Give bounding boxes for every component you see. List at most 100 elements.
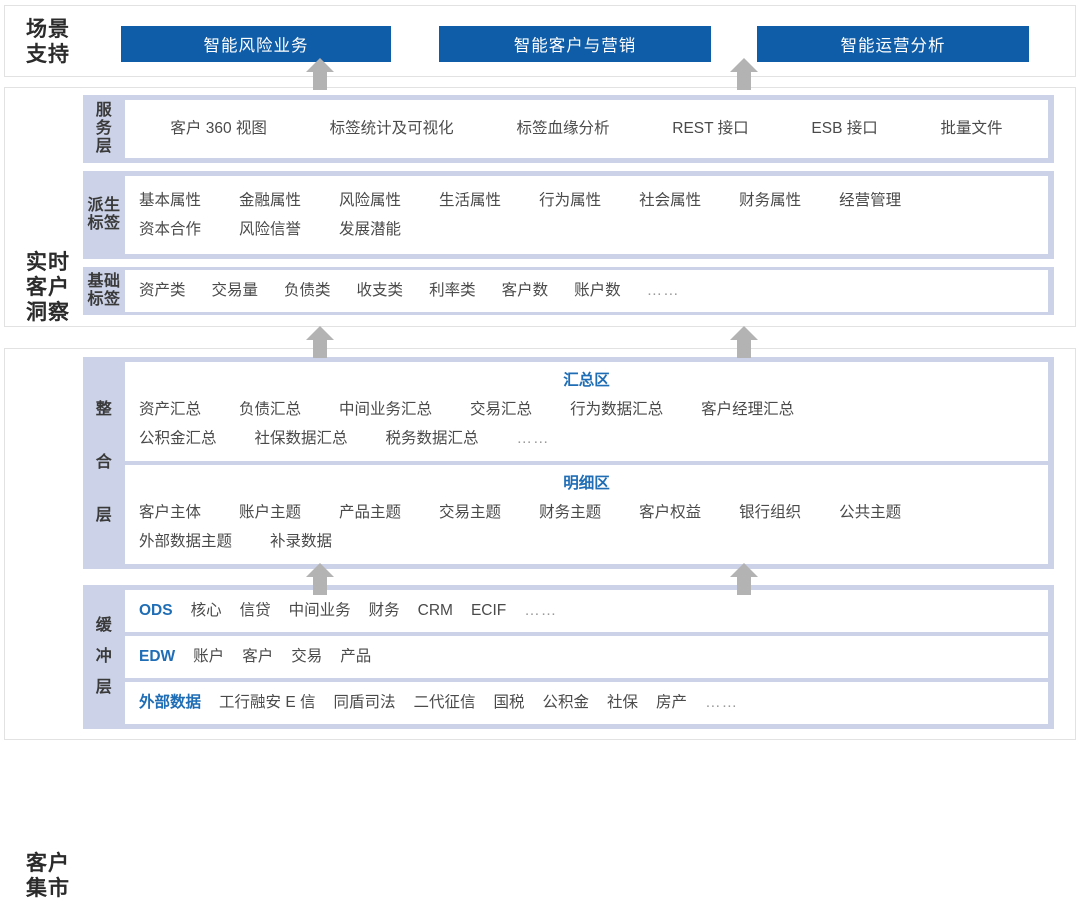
layer-item[interactable]: REST 接口 — [672, 120, 749, 138]
layer-item[interactable]: 标签血缘分析 — [516, 120, 610, 138]
layer-item[interactable]: 二代征信 — [413, 694, 476, 712]
layer-band-derived-tags: 派生标签 基本属性 金融属性 风险属性 生活属性 行为属性 社会属性 财务属性 经营管理资本合… — [83, 171, 1054, 259]
layer-item[interactable]: 工行融安 E 信 — [219, 694, 316, 712]
layer-box: 基本属性 金融属性 风险属性 生活属性 行为属性 社会属性 财务属性 经营管理资本合作 风险信誉… — [125, 176, 1048, 254]
layer-item[interactable]: …… — [705, 694, 739, 712]
layer-item[interactable]: 利率类 — [429, 282, 476, 300]
layer-item[interactable]: 交易量 — [211, 282, 259, 300]
layer-item[interactable]: 财务属性 — [739, 191, 802, 209]
layer-label-text: 基础 — [87, 273, 121, 291]
layer-item[interactable]: 客户数 — [501, 282, 549, 300]
layer-item[interactable]: 标签统计及可视化 — [329, 120, 454, 138]
layer-item[interactable]: …… — [516, 430, 550, 448]
layer-box: 外部数据工行融安 E 信同盾司法二代征信国税公积金社保房产 …… — [125, 682, 1048, 724]
layer-item[interactable]: ECIF — [470, 602, 507, 620]
layer-item[interactable]: 客户 360 视图 — [170, 120, 267, 138]
scene-support-title-line: 场景 — [26, 18, 70, 41]
layer-item[interactable]: 经营管理 — [839, 191, 902, 209]
layer-band-service: 服务层 客户 360 视图 标签统计及可视化 标签血缘分析 REST 接口 ESB 接口… — [83, 95, 1054, 163]
layer-label-text: 标签 — [87, 215, 121, 232]
layer-box-row: 资本合作 风险信誉 发展潜能 — [139, 215, 1034, 244]
layer-item[interactable]: 交易主题 — [439, 503, 502, 521]
up-arrow-icon — [729, 57, 759, 91]
layer-item[interactable]: 客户权益 — [639, 503, 702, 521]
layer-item[interactable]: 补录数据 — [270, 533, 333, 551]
layer-label-derived-tags: 派生标签 — [83, 171, 125, 259]
layer-label-text: 层 — [95, 507, 113, 525]
layer-item[interactable]: 公积金 — [542, 694, 590, 712]
layer-item[interactable]: 生活属性 — [439, 191, 502, 209]
layer-item[interactable]: 资产类 — [139, 282, 186, 300]
layer-label-text: 层 — [95, 678, 113, 696]
layer-item[interactable]: 资产汇总 — [139, 400, 202, 418]
layer-box: 明细区客户主体 账户主题 产品主题 交易主题 财务主题 客户权益 银行组织 公共主题外部数据主… — [125, 465, 1048, 564]
up-arrow-icon — [729, 325, 759, 359]
scene-support-panel: 场景支持 智能风险业务 智能客户与营销 智能运营分析 — [4, 5, 1076, 77]
layer-item[interactable]: 同盾司法 — [333, 694, 396, 712]
layer-item[interactable]: 行为属性 — [539, 191, 602, 209]
layer-item[interactable]: 负债类 — [284, 282, 331, 300]
layer-item-key[interactable]: EDW — [139, 648, 176, 666]
layer-item[interactable]: 公共主题 — [839, 503, 902, 521]
layer-item[interactable]: 房产 — [656, 694, 688, 712]
layer-body-buffer: ODS 核心信贷中间业务财务 CRM ECIF …… EDW 账户客户交易产品外部数据工行融… — [125, 585, 1054, 729]
layer-item[interactable]: 收支类 — [356, 282, 404, 300]
layer-item[interactable]: 产品 — [340, 648, 372, 666]
layer-box: 汇总区资产汇总负债汇总中间业务汇总交易汇总行为数据汇总客户经理汇总公积金汇总社保… — [125, 362, 1048, 461]
layer-item[interactable]: 风险信誉 — [239, 221, 302, 238]
realtime-customer-insight-title-line: 客户 — [26, 275, 70, 299]
layer-item[interactable]: 财务 — [368, 602, 400, 620]
layer-label-service: 服务层 — [83, 95, 125, 163]
layer-item[interactable]: CRM — [417, 602, 453, 620]
layer-label-text: 标签 — [87, 291, 121, 308]
layer-item[interactable]: 社保 — [607, 694, 639, 712]
layer-label-text: 合 — [95, 454, 113, 472]
layer-item[interactable]: 负债汇总 — [239, 400, 302, 418]
layer-label-text: 服 — [95, 102, 113, 120]
scene-button-customer-marketing[interactable]: 智能客户与营销 — [439, 26, 711, 62]
layer-item[interactable]: ESB 接口 — [811, 120, 878, 138]
layer-item[interactable]: 账户 — [193, 648, 225, 666]
layer-item[interactable]: …… — [524, 602, 558, 620]
layer-box-row: 客户 360 视图 标签统计及可视化 标签血缘分析 REST 接口 ESB 接口 批量文件 — [139, 114, 1034, 143]
layer-item[interactable]: 客户经理汇总 — [701, 400, 795, 418]
layer-item[interactable]: 税务数据汇总 — [385, 430, 479, 448]
layer-item[interactable]: 外部数据主题 — [139, 533, 233, 551]
layer-item-key[interactable]: 外部数据 — [139, 694, 202, 712]
layer-item[interactable]: …… — [646, 282, 680, 300]
layer-item[interactable]: 账户主题 — [239, 503, 302, 521]
layer-item[interactable]: 财务主题 — [539, 503, 602, 521]
layer-item[interactable]: 社保数据汇总 — [254, 430, 348, 448]
layer-box-row: EDW 账户客户交易产品 — [139, 642, 1034, 671]
layer-item[interactable]: 信贷 — [239, 602, 271, 620]
layer-label-text: 层 — [95, 137, 113, 155]
layer-item-key[interactable]: ODS — [139, 602, 173, 620]
layer-item[interactable]: 账户数 — [574, 282, 621, 300]
layer-item[interactable]: 基本属性 — [139, 191, 202, 209]
layer-item[interactable]: 行为数据汇总 — [570, 400, 664, 418]
layer-item[interactable]: 核心 — [190, 602, 222, 620]
layer-item[interactable]: 金融属性 — [239, 191, 302, 209]
scene-button-risk[interactable]: 智能风险业务 — [121, 26, 391, 62]
layer-item[interactable]: 国税 — [493, 694, 525, 712]
layer-item[interactable]: 批量文件 — [940, 120, 1003, 138]
layer-item[interactable]: 中间业务汇总 — [339, 400, 433, 418]
layer-item[interactable]: 银行组织 — [739, 503, 802, 521]
layer-label-basic-tags: 基础标签 — [83, 267, 125, 315]
layer-item[interactable]: 客户 — [242, 648, 274, 666]
layer-box: 客户 360 视图 标签统计及可视化 标签血缘分析 REST 接口 ESB 接口 批量文件 — [125, 100, 1048, 158]
layer-item[interactable]: 中间业务 — [288, 602, 351, 620]
zone-caption: 明细区 — [563, 475, 610, 493]
layer-item[interactable]: 资本合作 — [139, 221, 202, 238]
layer-item[interactable]: 风险属性 — [339, 191, 402, 209]
layer-item[interactable]: 客户主体 — [139, 503, 202, 521]
layer-item[interactable]: 交易汇总 — [470, 400, 533, 418]
layer-item[interactable]: 产品主题 — [339, 503, 402, 521]
layer-item[interactable]: 社会属性 — [639, 191, 702, 209]
layer-item[interactable]: 发展潜能 — [339, 221, 402, 238]
layer-item[interactable]: 公积金汇总 — [139, 430, 217, 448]
scene-button-operations-analysis[interactable]: 智能运营分析 — [757, 26, 1029, 62]
layer-body-basic-tags: 资产类 交易量 负债类 收支类 利率类 客户数 账户数 …… — [125, 267, 1054, 315]
layer-item[interactable]: 交易 — [291, 648, 323, 666]
layer-box-row: 基本属性 金融属性 风险属性 生活属性 行为属性 社会属性 财务属性 经营管理 — [139, 186, 1034, 215]
